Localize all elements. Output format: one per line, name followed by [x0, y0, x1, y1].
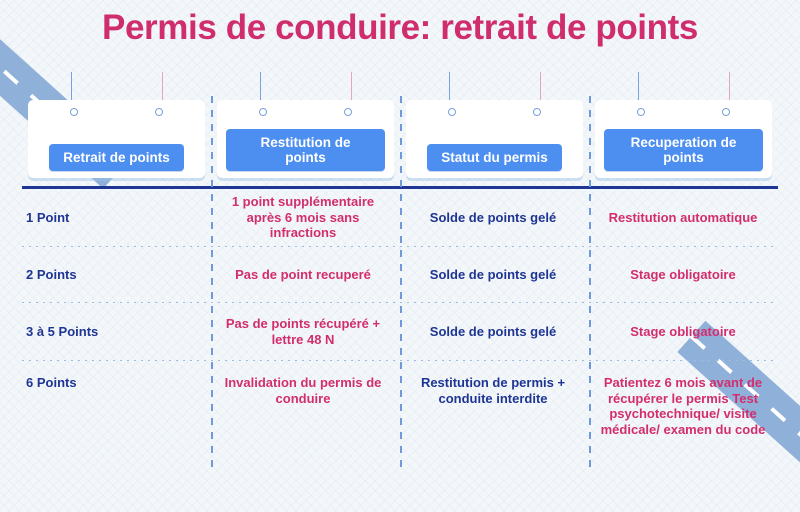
cell-recuperation: Stage obligatoire [630, 266, 736, 282]
card-strings [589, 72, 778, 102]
cell-restitution: 1 point supplémentaire après 6 mois sans… [231, 194, 375, 241]
header-card: Recuperation de points [595, 100, 772, 178]
header-card: Statut du permis [406, 100, 583, 178]
card-hole-right-icon [155, 108, 164, 116]
column-label-recuperation[interactable]: Recuperation de points [603, 128, 764, 171]
card-strings [400, 72, 589, 102]
cell-statut: Solde de points gelé [429, 323, 557, 339]
header-card: Restitution de points [217, 100, 394, 178]
header-card: Retrait de points [28, 100, 205, 178]
table-row: 2 Points Pas de point recuperé Solde de … [22, 247, 778, 302]
card-hole-right-icon [533, 108, 542, 116]
card-hole-right-icon [722, 108, 731, 116]
cell-statut: Restitution de permis + conduite interdi… [420, 375, 566, 406]
cell-points: 6 Points [26, 375, 77, 390]
page-title: Permis de conduire: retrait de points [102, 8, 698, 47]
cell-restitution: Invalidation du permis de conduire [224, 375, 382, 406]
cell-recuperation: Patientez 6 mois avant de récupérer le p… [600, 375, 766, 437]
string-left-icon [638, 72, 640, 102]
cell-recuperation: Restitution automatique [608, 209, 758, 225]
table-header-row: Retrait de points Restitution de points [22, 72, 778, 186]
card-strings [211, 72, 400, 102]
cell-statut: Solde de points gelé [429, 266, 557, 282]
table-row: 1 Point 1 point supplémentaire après 6 m… [22, 189, 778, 246]
column-label-statut[interactable]: Statut du permis [427, 143, 562, 171]
points-table: Retrait de points Restitution de points [22, 72, 778, 474]
column-label-restitution[interactable]: Restitution de points [225, 128, 386, 171]
cell-points: 3 à 5 Points [26, 323, 99, 339]
table-row: 6 Points Invalidation du permis de condu… [22, 361, 778, 457]
cell-points: 2 Points [26, 266, 77, 282]
string-left-icon [260, 72, 262, 102]
card-hole-left-icon [637, 108, 646, 116]
cell-restitution: Pas de point recuperé [235, 266, 371, 282]
header-cell-restitution: Restitution de points [211, 72, 400, 186]
header-cell-statut: Statut du permis [400, 72, 589, 186]
header-cell-recuperation: Recuperation de points [589, 72, 778, 186]
card-hole-left-icon [448, 108, 457, 116]
string-right-icon [161, 72, 163, 102]
string-right-icon [539, 72, 541, 102]
cell-points: 1 Point [26, 209, 70, 225]
cell-restitution: Pas de points récupéré + lettre 48 N [225, 315, 381, 347]
string-left-icon [71, 72, 73, 102]
card-hole-left-icon [70, 108, 79, 116]
cell-recuperation: Stage obligatoire [630, 323, 736, 339]
cell-statut: Solde de points gelé [429, 209, 557, 225]
string-right-icon [350, 72, 352, 102]
table-row: 3 à 5 Points Pas de points récupéré + le… [22, 303, 778, 360]
card-hole-left-icon [259, 108, 268, 116]
card-hole-right-icon [344, 108, 353, 116]
string-left-icon [449, 72, 451, 102]
column-label-retrait[interactable]: Retrait de points [49, 143, 184, 171]
string-right-icon [728, 72, 730, 102]
card-strings [22, 72, 211, 102]
header-cell-retrait: Retrait de points [22, 72, 211, 186]
